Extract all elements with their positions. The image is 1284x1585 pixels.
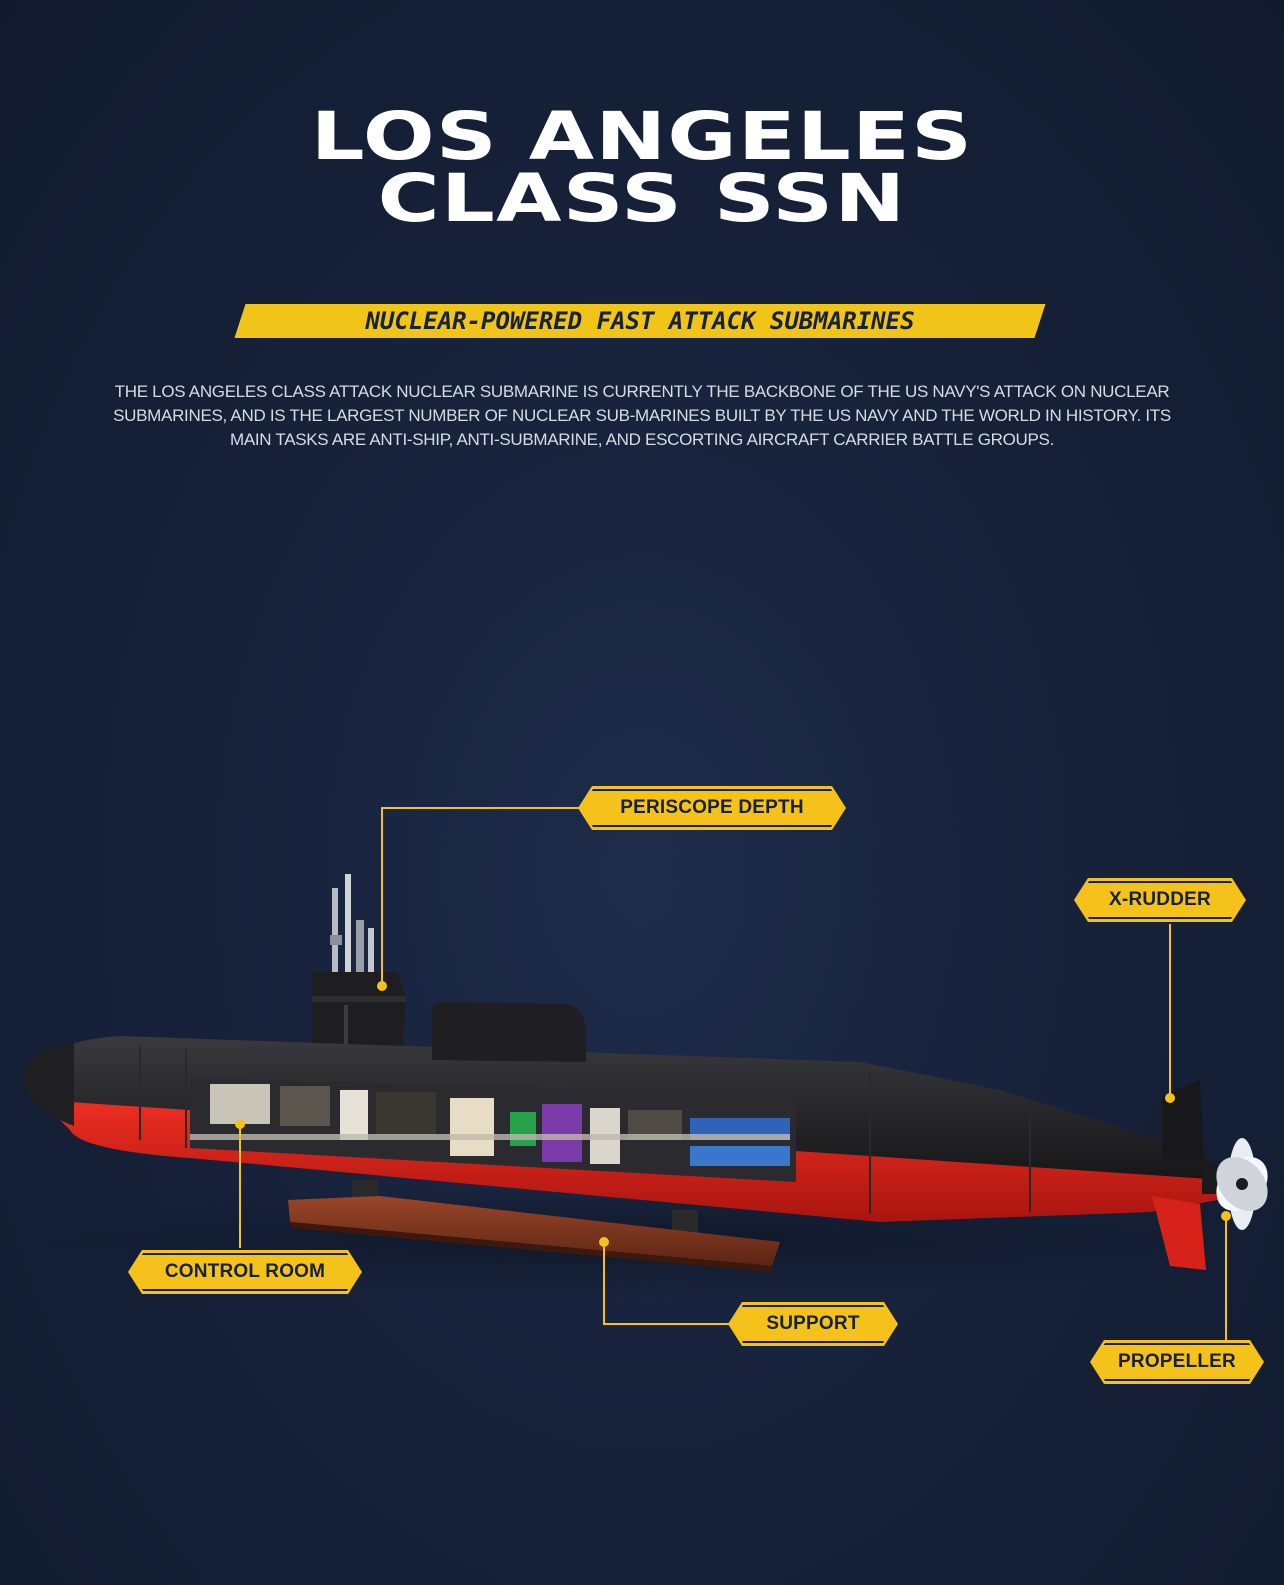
title-line-2: CLASS SSN — [377, 160, 907, 237]
missile-compartment — [432, 1002, 586, 1062]
leader-dots — [235, 981, 1231, 1247]
display-stand — [288, 1180, 780, 1272]
hull-detail — [139, 1046, 1031, 1214]
callout-control-room: CONTROL ROOM — [128, 1250, 362, 1294]
bow-cap — [22, 1042, 74, 1126]
description-paragraph: THE LOS ANGELES CLASS ATTACK NUCLEAR SUB… — [113, 382, 1171, 449]
callout-periscope-depth: PERISCOPE DEPTH — [578, 786, 846, 830]
propeller — [1216, 1138, 1268, 1230]
leader-lines — [239, 807, 1227, 1340]
callout-propeller: PROPELLER — [1090, 1340, 1264, 1384]
callout-support: SUPPORT — [728, 1302, 898, 1346]
interior-cutaway — [190, 1078, 796, 1182]
subtitle-text: NUCLEAR-POWERED FAST ATTACK SUBMARINES — [365, 307, 915, 335]
callout-x-rudder: X-RUDDER — [1074, 878, 1246, 922]
sail-tower — [312, 874, 406, 1062]
title-line-1: LOS ANGELES — [310, 98, 974, 175]
